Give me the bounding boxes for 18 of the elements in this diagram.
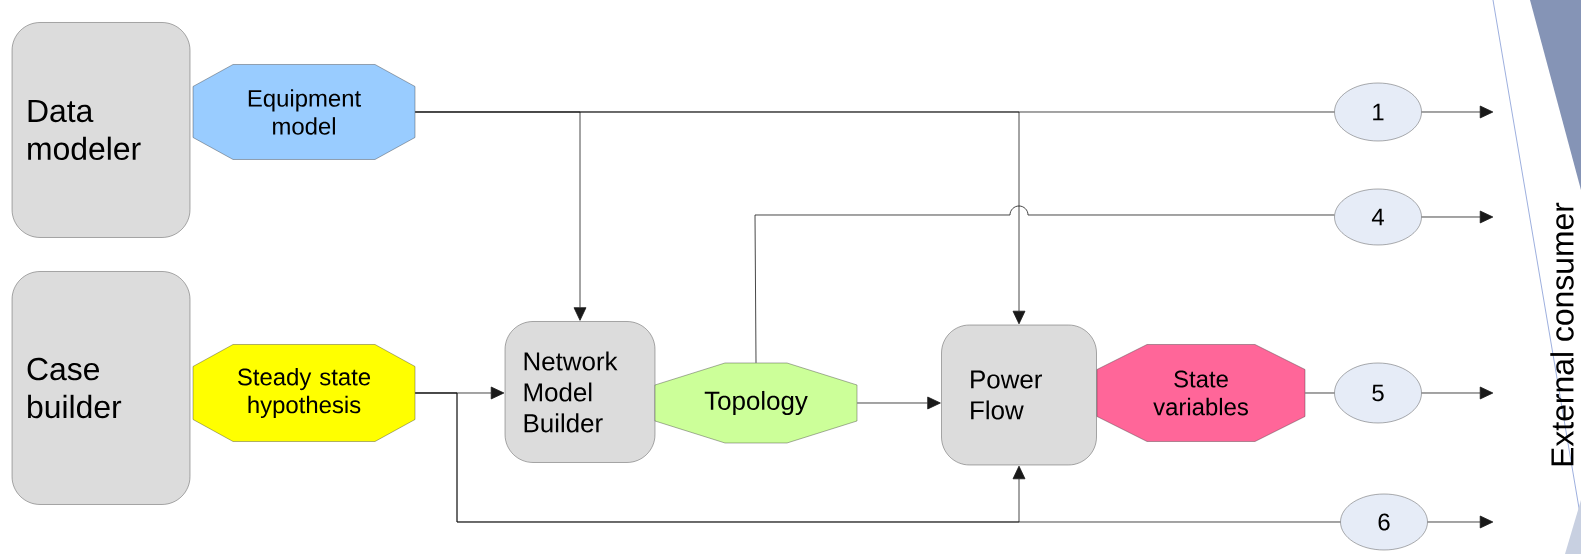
process-box: Case builder [11,271,191,505]
arrow [1427,515,1494,529]
data-octagon: State variables [1096,344,1306,442]
arrow [856,396,941,410]
process-box: Power Flow [941,324,1097,466]
connector-line [414,111,1335,113]
arrow [1421,105,1494,119]
process-box: Data modeler [11,22,191,238]
process-box: Network Model Builder [504,321,656,463]
connector-line [414,392,1341,523]
arrow [1421,210,1494,224]
data-octagon: Steady state hypothesis [192,344,416,442]
data-octagon: Topology [654,362,858,444]
connector-line [1304,392,1335,394]
consumer-label: External consumer [1550,202,1574,466]
arrow [1421,386,1494,400]
connector-line [754,205,1335,364]
data-octagon: Equipment model [192,64,416,160]
